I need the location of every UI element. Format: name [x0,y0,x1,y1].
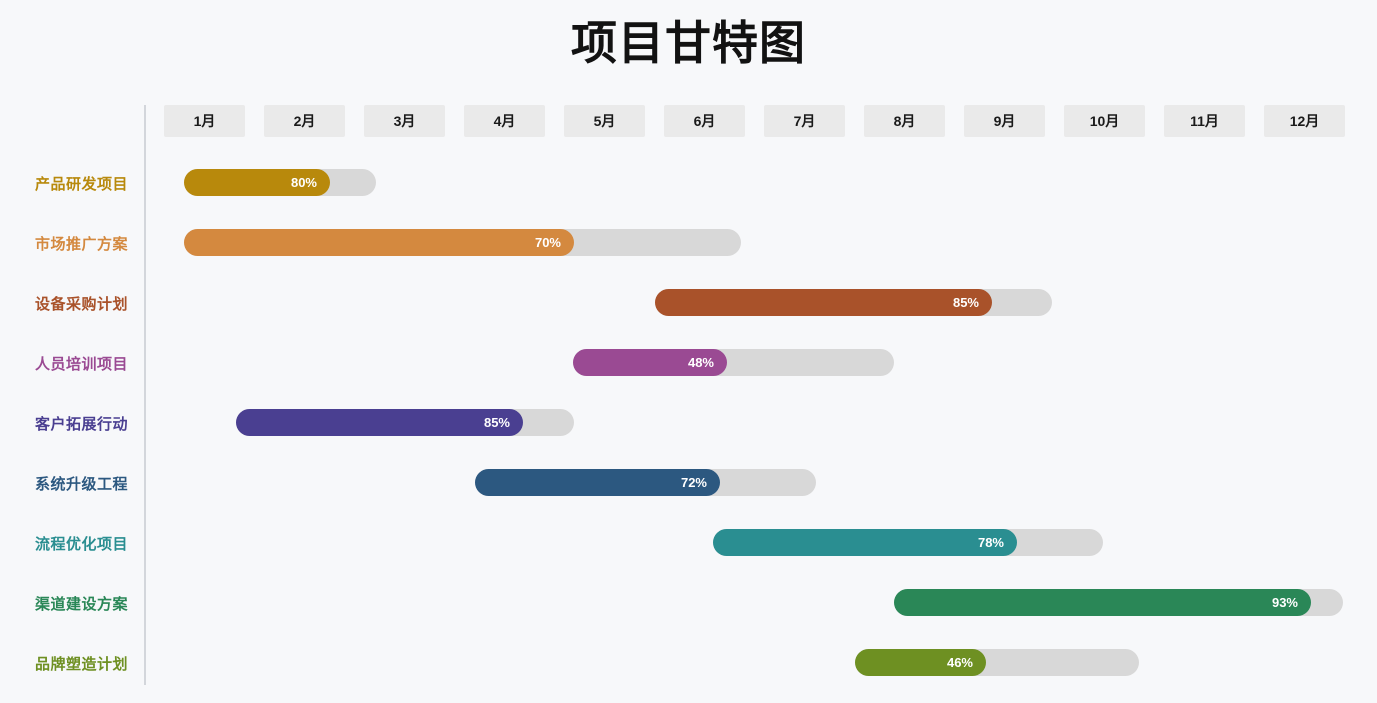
month-label: 1月 [193,113,216,129]
progress-label: 48% [687,355,714,370]
month-header-row: 1月 2月 3月 4月 5月 6月 7月 8月 9月 10月 11月 12月 [0,105,1377,137]
task-label: 品牌塑造计划 [34,655,128,673]
month-header-cell-5: 5月 [564,105,645,137]
month-header-cell-11: 11月 [1164,105,1245,137]
gantt-bar-track[interactable]: 93% [894,589,1343,616]
month-header-cell-12: 12月 [1264,105,1345,137]
progress-label: 93% [1271,595,1298,610]
month-label: 11月 [1190,113,1219,129]
gantt-bar-fill[interactable]: 93% [894,589,1311,616]
axis-divider [144,105,146,685]
task-label: 人员培训项目 [34,355,128,373]
month-label: 3月 [393,113,416,129]
task-row: 流程优化项目 78% [0,513,1377,573]
gantt-bar-fill[interactable]: 85% [236,409,523,436]
task-label: 市场推广方案 [34,235,128,253]
gantt-bar-fill[interactable]: 46% [855,649,986,676]
gantt-bar-track[interactable]: 70% [184,229,741,256]
gantt-bar-track[interactable]: 85% [655,289,1052,316]
page-title: 项目甘特图 [571,17,806,69]
gantt-bar-track[interactable]: 48% [573,349,894,376]
progress-label: 70% [534,235,561,250]
gantt-bar-fill[interactable]: 85% [655,289,992,316]
task-row: 市场推广方案 70% [0,213,1377,273]
month-label: 2月 [293,113,316,129]
month-header-cell-4: 4月 [464,105,545,137]
task-row: 品牌塑造计划 46% [0,633,1377,693]
month-header-cell-9: 9月 [964,105,1045,137]
progress-label: 72% [680,475,707,490]
task-row: 渠道建设方案 93% [0,573,1377,633]
task-label: 客户拓展行动 [34,415,128,433]
gantt-bar-track[interactable]: 78% [713,529,1103,556]
month-label: 5月 [593,113,616,129]
task-label: 设备采购计划 [34,295,128,313]
task-row: 产品研发项目 80% [0,153,1377,213]
task-label: 渠道建设方案 [34,595,128,613]
month-label: 4月 [493,113,516,129]
month-label: 7月 [793,113,816,129]
task-row: 设备采购计划 85% [0,273,1377,333]
gantt-bar-track[interactable]: 72% [475,469,816,496]
month-header-cell-6: 6月 [664,105,745,137]
month-label: 10月 [1089,113,1120,129]
month-label: 8月 [893,113,916,129]
progress-label: 78% [977,535,1004,550]
gantt-bar-fill[interactable]: 72% [475,469,720,496]
gantt-bar-track[interactable]: 85% [236,409,574,436]
task-label: 流程优化项目 [34,535,128,553]
month-header-cell-10: 10月 [1064,105,1145,137]
gantt-bar-fill[interactable]: 80% [184,169,330,196]
gantt-bar-fill[interactable]: 78% [713,529,1017,556]
progress-label: 80% [290,175,317,190]
month-header-cell-2: 2月 [264,105,345,137]
month-header-cell-7: 7月 [764,105,845,137]
month-label: 12月 [1289,113,1320,129]
gantt-bar-fill[interactable]: 48% [573,349,727,376]
gantt-bar-track[interactable]: 80% [184,169,376,196]
month-label: 6月 [693,113,716,129]
progress-label: 46% [946,655,973,670]
task-label: 系统升级工程 [34,475,128,493]
task-row: 人员培训项目 48% [0,333,1377,393]
month-label: 9月 [993,113,1016,129]
task-row: 客户拓展行动 85% [0,393,1377,453]
month-header-cell-8: 8月 [864,105,945,137]
month-header-cell-1: 1月 [164,105,245,137]
progress-label: 85% [483,415,510,430]
progress-label: 85% [952,295,979,310]
task-label: 产品研发项目 [34,175,128,193]
gantt-bar-fill[interactable]: 70% [184,229,574,256]
month-header-cell-3: 3月 [364,105,445,137]
task-row: 系统升级工程 72% [0,453,1377,513]
gantt-bar-track[interactable]: 46% [855,649,1139,676]
